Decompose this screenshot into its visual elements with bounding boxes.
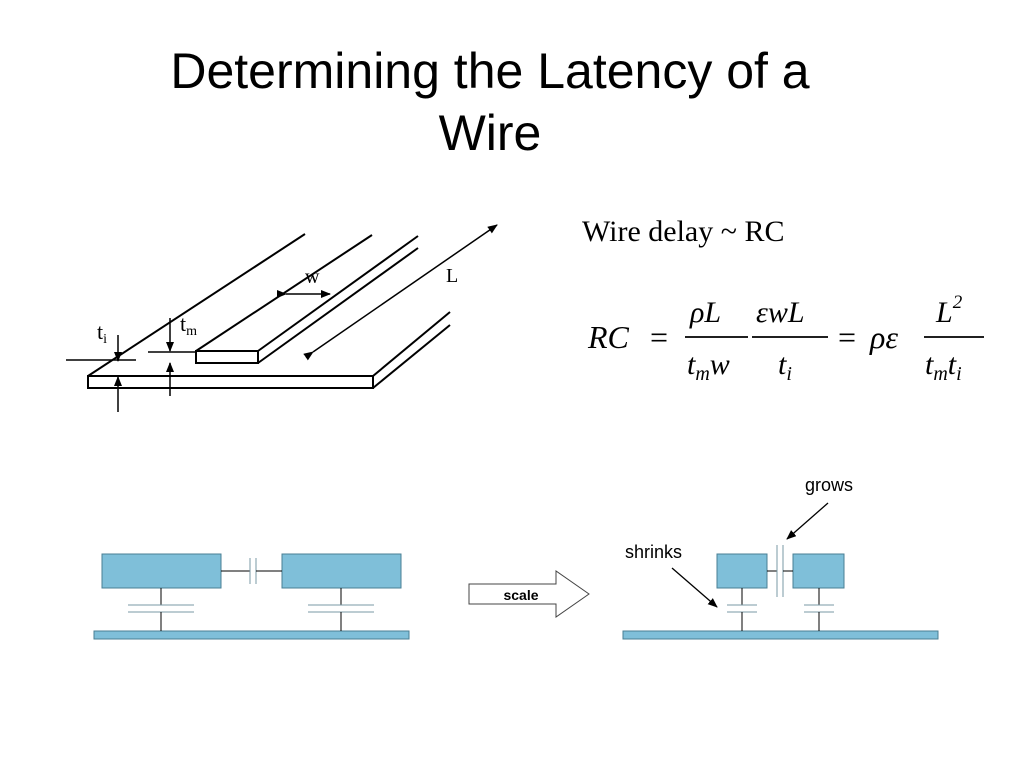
label-ti-t: t xyxy=(97,319,103,344)
label-L: L xyxy=(446,265,458,287)
ground-plane-right xyxy=(622,630,939,640)
grows-label: grows xyxy=(805,475,853,495)
fraction1-denominator: tmw xyxy=(687,348,730,385)
label-w: w xyxy=(305,266,320,288)
fraction2-denominator: ti xyxy=(778,348,792,385)
fraction3-denominator: tmti xyxy=(925,348,962,385)
label-ti-sub: i xyxy=(103,332,107,347)
fraction3-numerator: L2 xyxy=(935,292,963,329)
wire-block-right-1 xyxy=(716,553,768,589)
label-ti: ti xyxy=(97,319,107,347)
L-dimension-arrow xyxy=(303,224,498,361)
fraction1-numerator: ρL xyxy=(689,296,721,329)
label-tm: tm xyxy=(180,311,197,339)
wire-back-edge-left xyxy=(195,234,373,352)
after-scaling-illustration xyxy=(622,502,939,640)
scale-arrow: scale xyxy=(468,570,590,618)
wire-back-edge-right-lower xyxy=(257,247,419,364)
rc-lhs: RC xyxy=(587,319,630,355)
slab-back-edge-left xyxy=(87,233,306,377)
shrinks-pointer-arrow xyxy=(671,567,718,608)
title-line-1: Determining the Latency of a xyxy=(170,43,810,99)
wire-block-left-1 xyxy=(101,553,222,589)
rc-equation: RC = ρL tmw εwL ti = ρε L2 tmti xyxy=(587,292,984,385)
grows-pointer-arrow xyxy=(786,502,829,540)
equals-sign-1: = xyxy=(650,319,668,355)
slide-title: Determining the Latency of a Wire xyxy=(60,40,920,164)
wire-block-right-2 xyxy=(792,553,845,589)
fraction2-numerator: εwL xyxy=(756,296,805,329)
slab-back-edge-right-lower xyxy=(372,324,451,389)
rho-epsilon: ρε xyxy=(869,319,898,355)
wire-block-left-2 xyxy=(281,553,402,589)
title-line-2: Wire xyxy=(438,105,542,161)
wire-delay-text: Wire delay ~ RC xyxy=(582,215,784,248)
before-scaling-illustration xyxy=(93,553,410,640)
shrinks-label: shrinks xyxy=(625,542,682,562)
wire-geometry-diagram xyxy=(66,224,498,412)
ground-plane-left xyxy=(93,630,410,640)
label-tm-t: t xyxy=(180,311,186,336)
scale-arrow-shape xyxy=(468,570,590,618)
metal-wire xyxy=(195,350,259,364)
dielectric-slab xyxy=(87,375,374,389)
slab-back-edge-right xyxy=(372,311,451,377)
scale-arrow-label: scale xyxy=(503,587,538,603)
equals-sign-2: = xyxy=(838,319,856,355)
label-tm-sub: m xyxy=(186,324,197,339)
